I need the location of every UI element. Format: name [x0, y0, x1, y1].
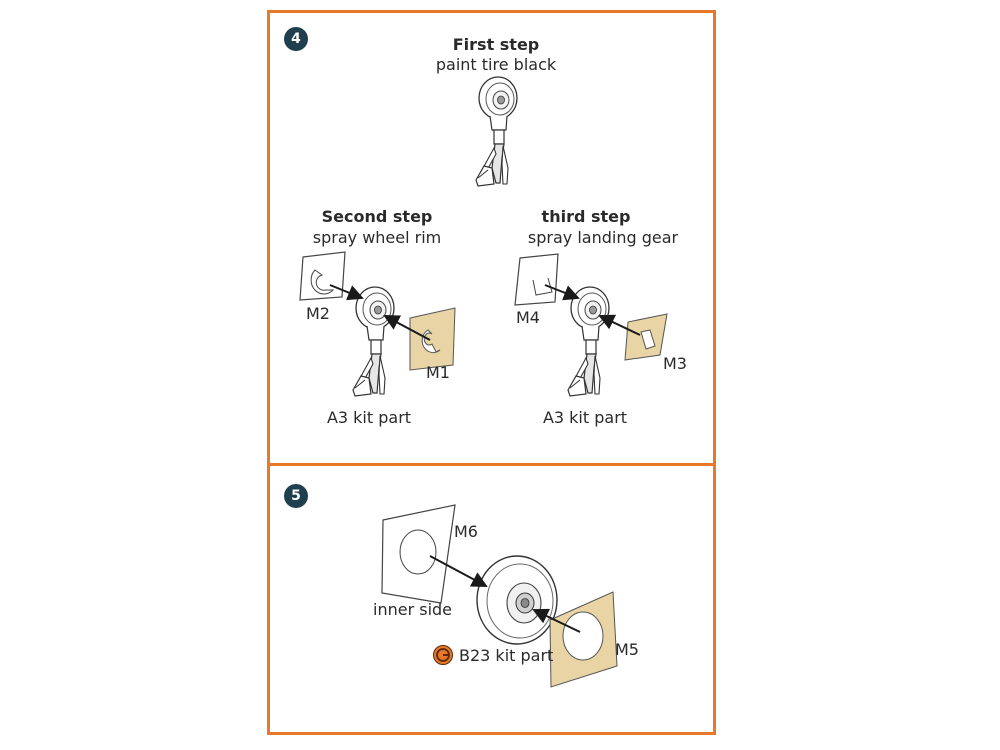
b23-part-label: B23 kit part	[459, 646, 554, 665]
third-step-title: third step	[541, 207, 631, 226]
wheel-b23	[476, 555, 558, 645]
mask-m6-label: M6	[454, 522, 478, 541]
mask-m3-label: M3	[663, 354, 687, 373]
first-step-subtitle: paint tire black	[435, 55, 557, 74]
third-step-part-label: A3 kit part	[542, 408, 628, 427]
mask-m2-shape	[299, 251, 346, 301]
second-step-title: Second step	[321, 207, 433, 226]
mask-m1-shape	[409, 307, 456, 371]
second-step-part-label: A3 kit part	[326, 408, 412, 427]
second-step-subtitle: spray wheel rim	[312, 228, 442, 247]
landing-gear-second-step	[352, 286, 395, 397]
mask-m4-label: M4	[516, 308, 540, 327]
first-step-title: First step	[452, 35, 540, 54]
inner-side-label: inner side	[373, 600, 453, 619]
kit-part-icon	[433, 645, 453, 665]
step-5-badge: 5	[284, 484, 308, 508]
step-5-panel	[267, 463, 716, 735]
mask-m2-label: M2	[306, 304, 330, 323]
mask-m4-shape	[514, 253, 559, 306]
mask-m5-label: M5	[615, 640, 639, 659]
third-step-subtitle: spray landing gear	[527, 228, 679, 247]
step-4-badge: 4	[284, 27, 308, 51]
landing-gear-third-step	[567, 286, 610, 397]
landing-gear-first-step	[475, 76, 518, 187]
mask-m1-label: M1	[426, 363, 450, 382]
